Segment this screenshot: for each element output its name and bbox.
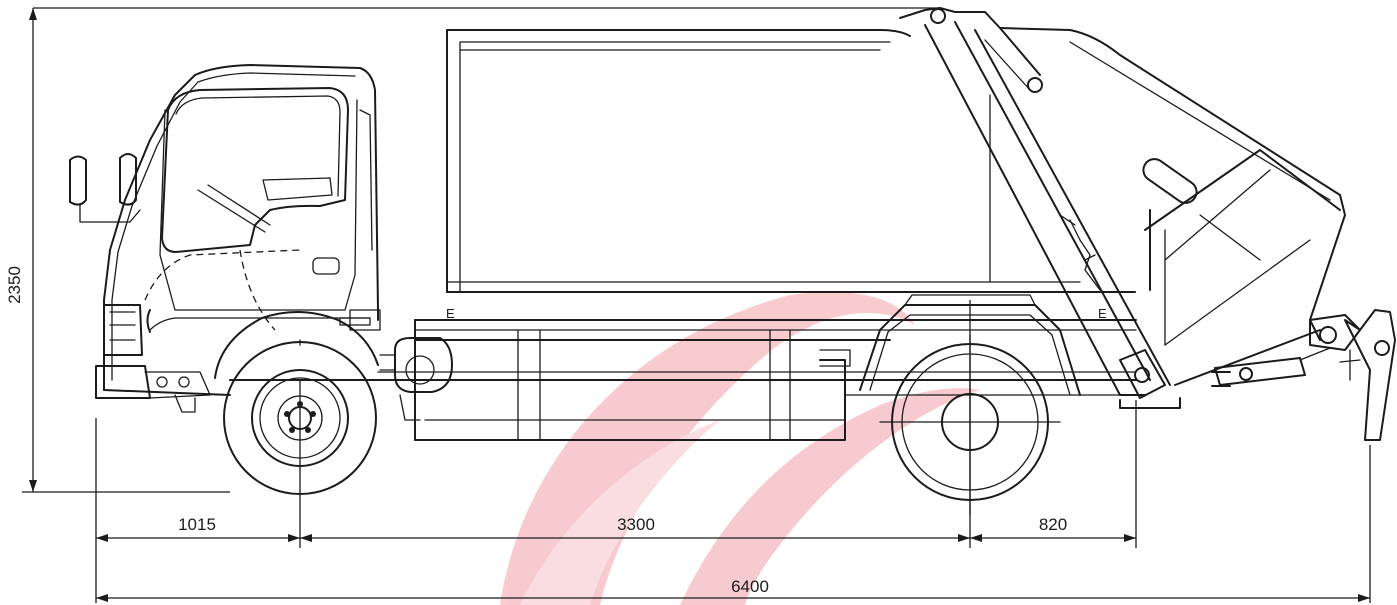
fuel-tank — [394, 337, 453, 393]
frame-mark-left: E — [446, 306, 455, 321]
front-overhang-label: 1015 — [178, 515, 216, 534]
tailgate-compactor — [899, 7, 1396, 441]
tailgate-hand-slot — [1142, 158, 1198, 204]
dimension-front-overhang: 1015 — [96, 515, 300, 542]
dimension-wheelbase: 3300 — [300, 515, 970, 542]
headlight — [103, 304, 143, 356]
rear-overhang-label: 820 — [1039, 515, 1067, 534]
cab-window — [161, 87, 349, 253]
chassis-frame — [229, 309, 1137, 441]
rear-wheel — [879, 334, 1061, 516]
overall-length-label: 6400 — [731, 577, 769, 596]
dimension-rear-overhang: 820 — [970, 515, 1136, 542]
compactor-body: E E — [446, 29, 1151, 321]
wheelbase-label: 3300 — [617, 515, 655, 534]
dimension-overall-height: 2350 — [5, 7, 940, 493]
truck-cab — [69, 64, 379, 413]
steering-wheel — [197, 184, 271, 233]
overall-height-label: 2350 — [5, 266, 24, 304]
rear-fender — [859, 294, 1081, 396]
door-handle — [312, 257, 340, 275]
watermark-logo — [500, 291, 980, 605]
front-wheel — [214, 310, 379, 495]
side-mirror — [69, 155, 87, 206]
dimension-overall-length: 6400 — [96, 577, 1370, 602]
frame-mark-right: E — [1098, 306, 1107, 321]
